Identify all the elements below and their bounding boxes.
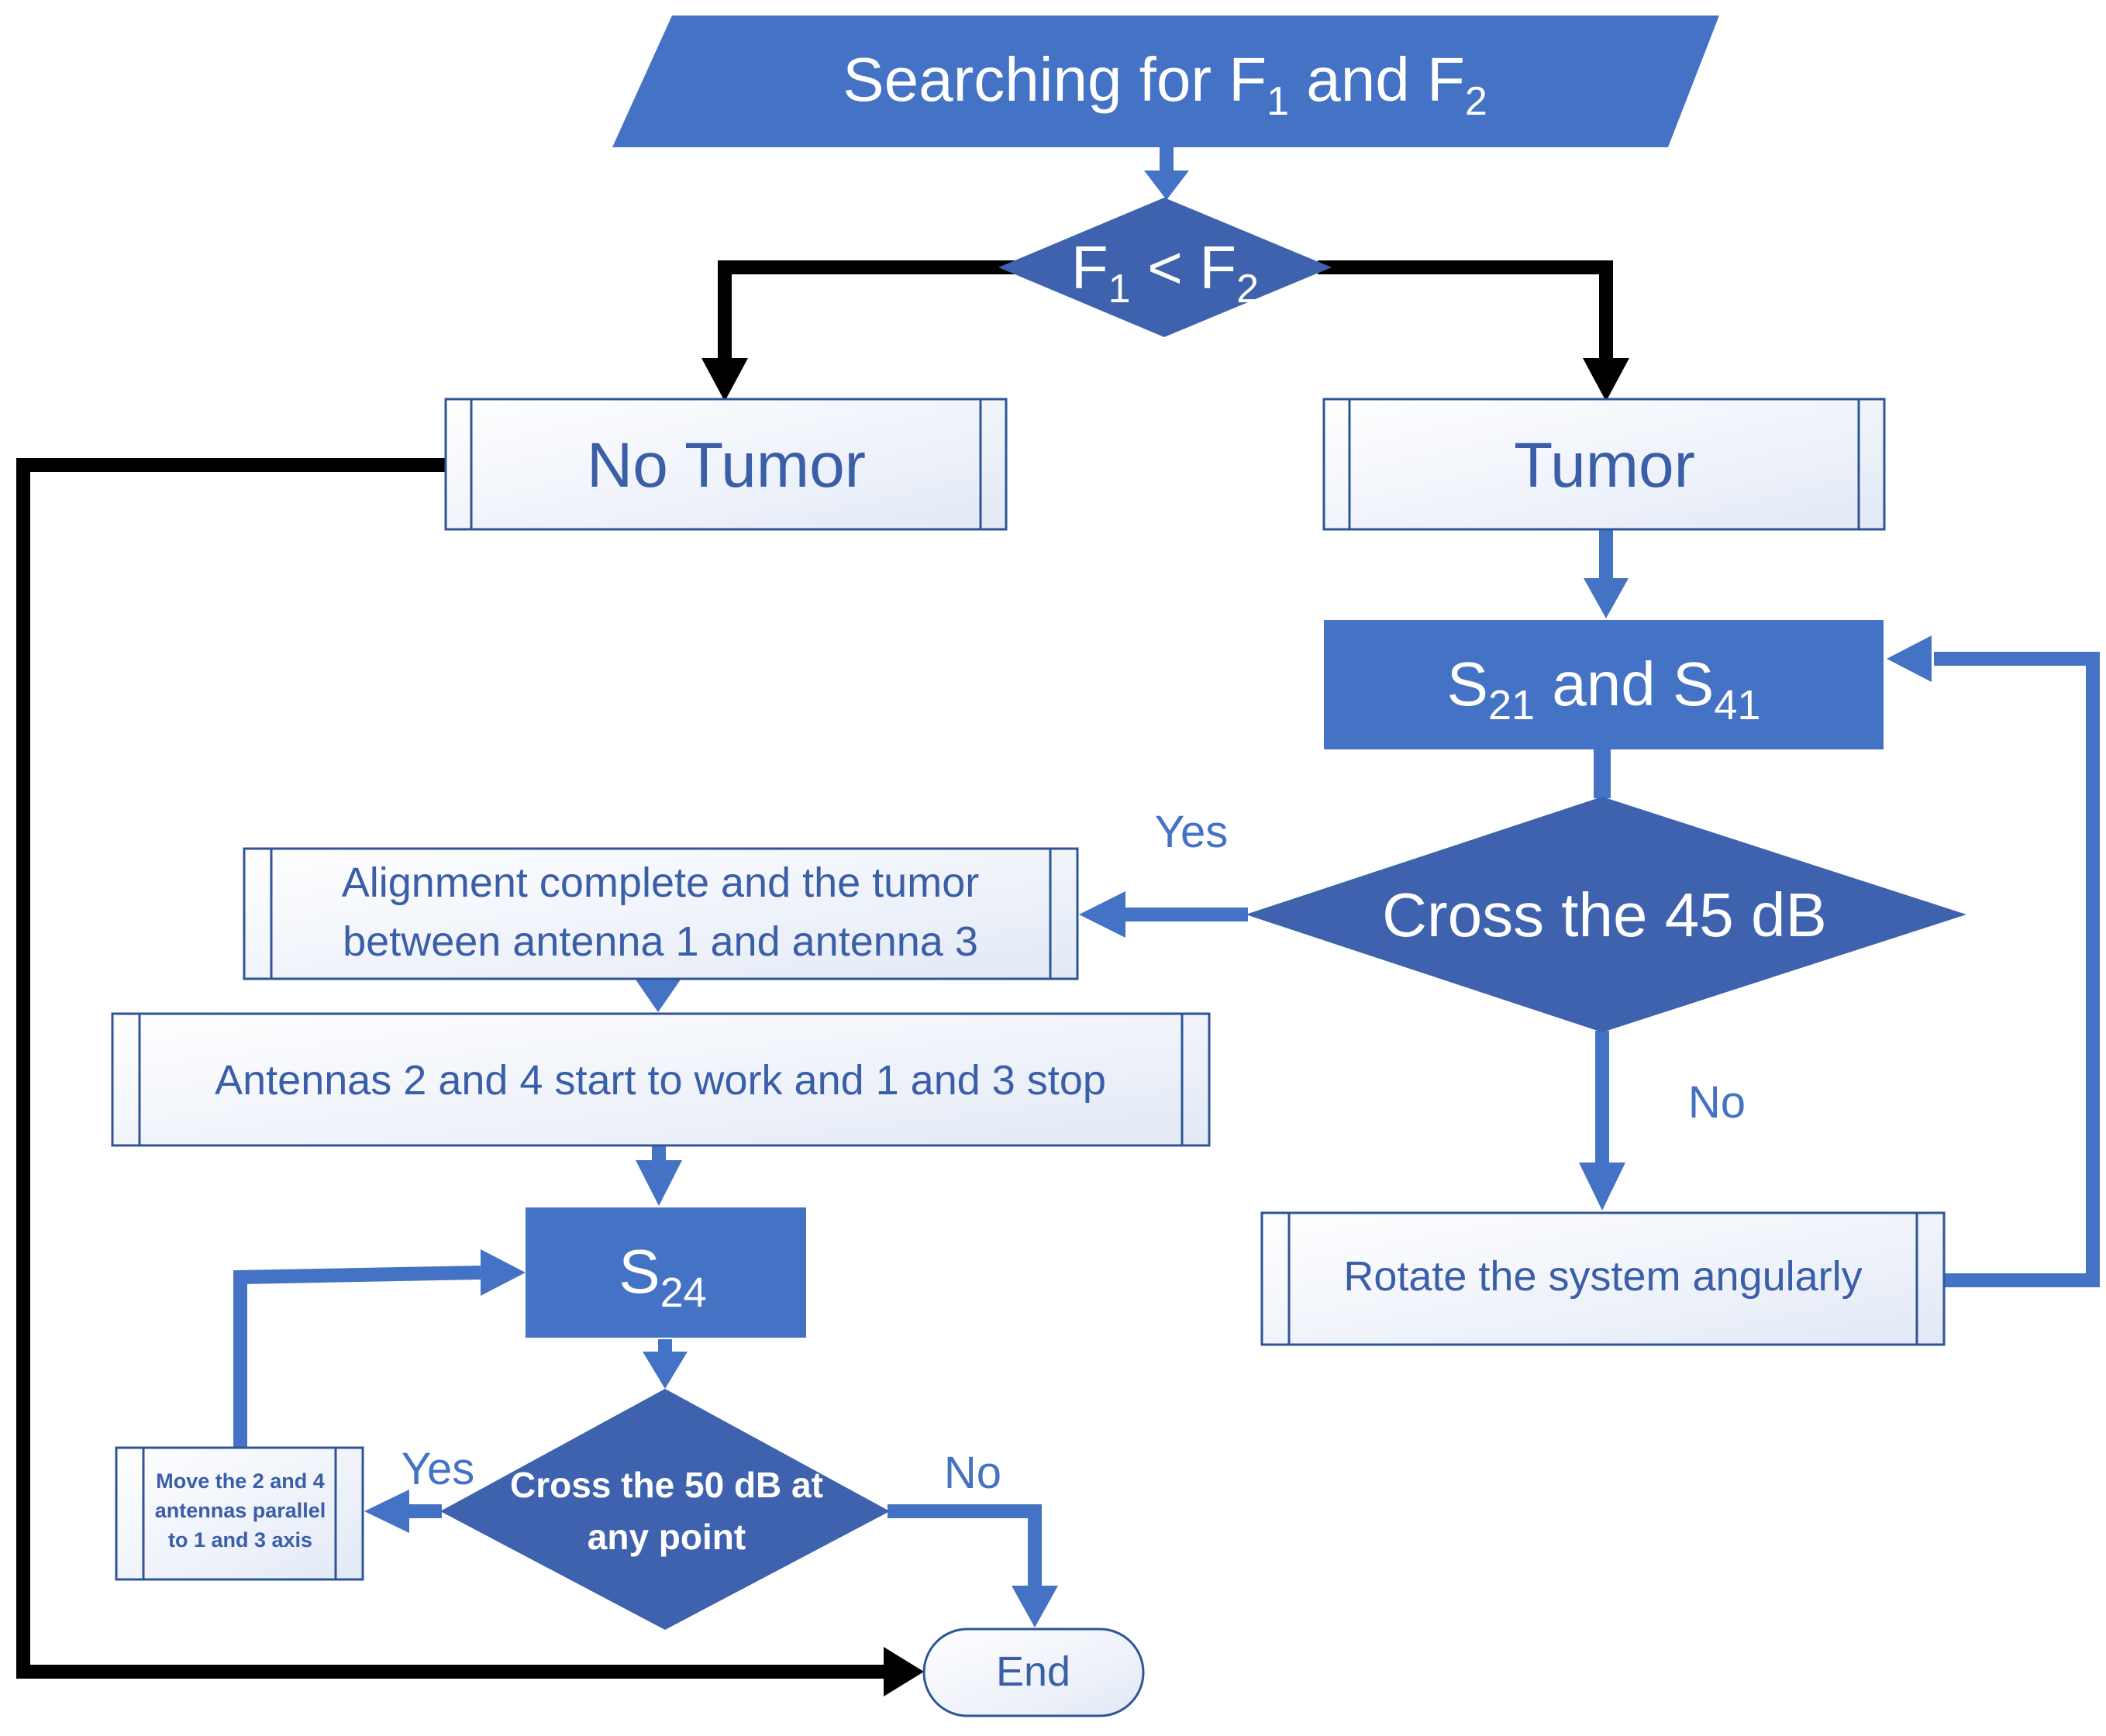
alignment-label-line2: between antenna 1 and antenna 3 <box>343 918 978 965</box>
alignment-label-line1: Alignment complete and the tumor <box>342 859 979 906</box>
s21-s41-label: S21 and S41 <box>1447 649 1761 728</box>
move-process: Move the 2 and 4 antennas parallel to 1 … <box>115 1446 364 1581</box>
connector-compare-to-no-tumor <box>718 260 1015 364</box>
move-label-line1: Move the 2 and 4 <box>156 1469 325 1493</box>
arrowhead-cross45-to-alignment <box>1079 891 1125 938</box>
no-label-45: No <box>1688 1077 1746 1128</box>
arrowhead-alignment-to-antennas <box>636 980 681 1012</box>
s24-process: S24 <box>526 1207 806 1338</box>
arrowhead-compare-to-tumor <box>1583 358 1629 401</box>
yes-label-50: Yes <box>402 1444 475 1494</box>
cross45-decision: Cross the 45 dB <box>1246 797 1966 1032</box>
arrowhead-cross45-to-rotate <box>1579 1162 1625 1211</box>
compare-label: F1 < F2 <box>1071 233 1259 312</box>
connector-cross50-to-end <box>888 1504 1042 1590</box>
cross50-label-line1: Cross the 50 dB at <box>510 1465 823 1505</box>
move-label-line2: antennas parallel <box>155 1499 326 1522</box>
s21-s41-process: S21 and S41 <box>1324 620 1884 749</box>
arrowhead-cross50-to-end <box>1012 1586 1058 1628</box>
arrowhead-tumor-to-s21 <box>1584 578 1629 618</box>
no-tumor-label: No Tumor <box>587 430 866 501</box>
rotate-process: Rotate the system angularly <box>1260 1211 1946 1346</box>
compare-decision: F1 < F2 <box>998 198 1332 337</box>
connector-rotate-to-s21 <box>1934 652 2100 1287</box>
cross50-label-line2: any point <box>588 1517 746 1557</box>
move-label-line3: to 1 and 3 axis <box>168 1528 312 1552</box>
no-tumor-process: No Tumor <box>444 398 1008 531</box>
tumor-label: Tumor <box>1514 430 1695 501</box>
cross45-label: Cross the 45 dB <box>1382 880 1827 949</box>
no-label-50: No <box>944 1448 1001 1498</box>
arrowhead-rotate-to-s21 <box>1887 636 1932 682</box>
s24-label: S24 <box>619 1237 706 1316</box>
antennas-process: Antennas 2 and 4 start to work and 1 and… <box>111 1012 1211 1147</box>
start-parallelogram: Searching for F1 and F2 <box>612 16 1719 147</box>
start-label: Searching for F1 and F2 <box>843 45 1487 124</box>
connector-compare-to-tumor <box>1318 260 1613 364</box>
rotate-label: Rotate the system angularly <box>1343 1253 1862 1300</box>
connector-no-tumor-to-end <box>16 458 891 1679</box>
arrowhead-start-to-compare <box>1144 170 1189 200</box>
end-label: End <box>996 1648 1070 1695</box>
connectors <box>16 147 2100 1696</box>
antennas-label: Antennas 2 and 4 start to work and 1 and… <box>215 1057 1106 1104</box>
alignment-process: Alignment complete and the tumor between… <box>243 847 1079 980</box>
arrowhead-s24-to-cross50 <box>643 1352 688 1389</box>
arrowhead-no-tumor-to-end <box>884 1647 924 1696</box>
end-terminator: End <box>922 1628 1145 1717</box>
cross50-decision: Cross the 50 dB at any point <box>440 1389 890 1630</box>
arrowhead-compare-to-no-tumor <box>701 358 748 401</box>
arrowhead-move-to-s24 <box>481 1249 526 1296</box>
tumor-process: Tumor <box>1322 398 1886 531</box>
arrowhead-cross50-to-move <box>364 1490 409 1533</box>
yes-label-45: Yes <box>1155 807 1229 857</box>
arrowhead-antennas-to-s24 <box>636 1160 682 1206</box>
connector-move-to-s24 <box>233 1266 481 1448</box>
